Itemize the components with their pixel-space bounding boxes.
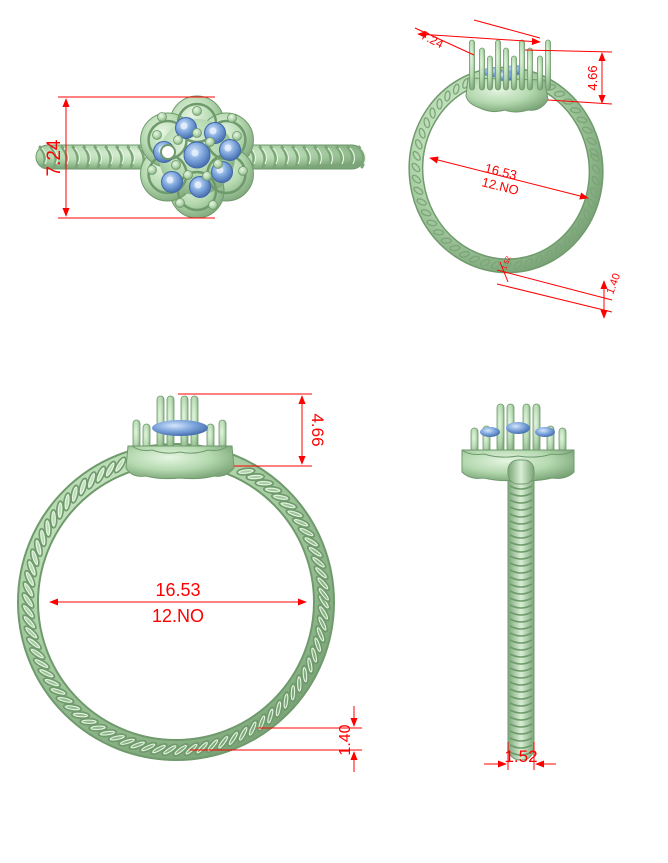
perspective-band-small-label: 1.52 [501, 255, 512, 270]
side-band-twist [509, 485, 533, 756]
flower-stones [147, 106, 248, 210]
front-diameter-dimension: 16.53 12.NO [49, 580, 307, 626]
front-height-dimension: 4.66 [178, 393, 327, 467]
top-view-flower-head [140, 95, 254, 219]
top-view-height-label: 7.24 [44, 139, 65, 176]
front-view: 4.66 16.53 12.NO 1.40 [17, 393, 362, 772]
perspective-height-dimension: 4.66 [524, 49, 613, 105]
front-band-dimension: 1.40 [190, 706, 362, 772]
front-height-label: 4.66 [308, 413, 327, 446]
perspective-band-label: 1.40 [605, 272, 624, 296]
front-size-label: 12.NO [152, 606, 204, 626]
perspective-diameter-dimension: 16.53 12.NO [429, 156, 589, 200]
perspective-band-dimension: 1.40 1.52 [496, 255, 624, 319]
perspective-height-label: 4.66 [585, 65, 600, 90]
perspective-head [465, 39, 551, 113]
side-head [461, 403, 575, 485]
side-view: 1.52 [461, 403, 575, 770]
side-width-label: 1.52 [504, 747, 537, 766]
side-width-dimension: 1.52 [484, 742, 556, 770]
perspective-band-twist [411, 78, 601, 271]
top-view-height-dimension: 7.24 [44, 96, 215, 219]
perspective-view: 7.24 4.66 16.53 12.NO 1.40 1.52 [408, 19, 624, 319]
perspective-width-label: 7.24 [419, 28, 446, 51]
front-head [125, 395, 235, 480]
front-diameter-label: 16.53 [155, 580, 200, 600]
front-band-twist [21, 456, 331, 757]
perspective-prongs [469, 39, 551, 91]
top-view: 7.24 [35, 95, 367, 219]
front-band-label: 1.40 [337, 724, 354, 755]
